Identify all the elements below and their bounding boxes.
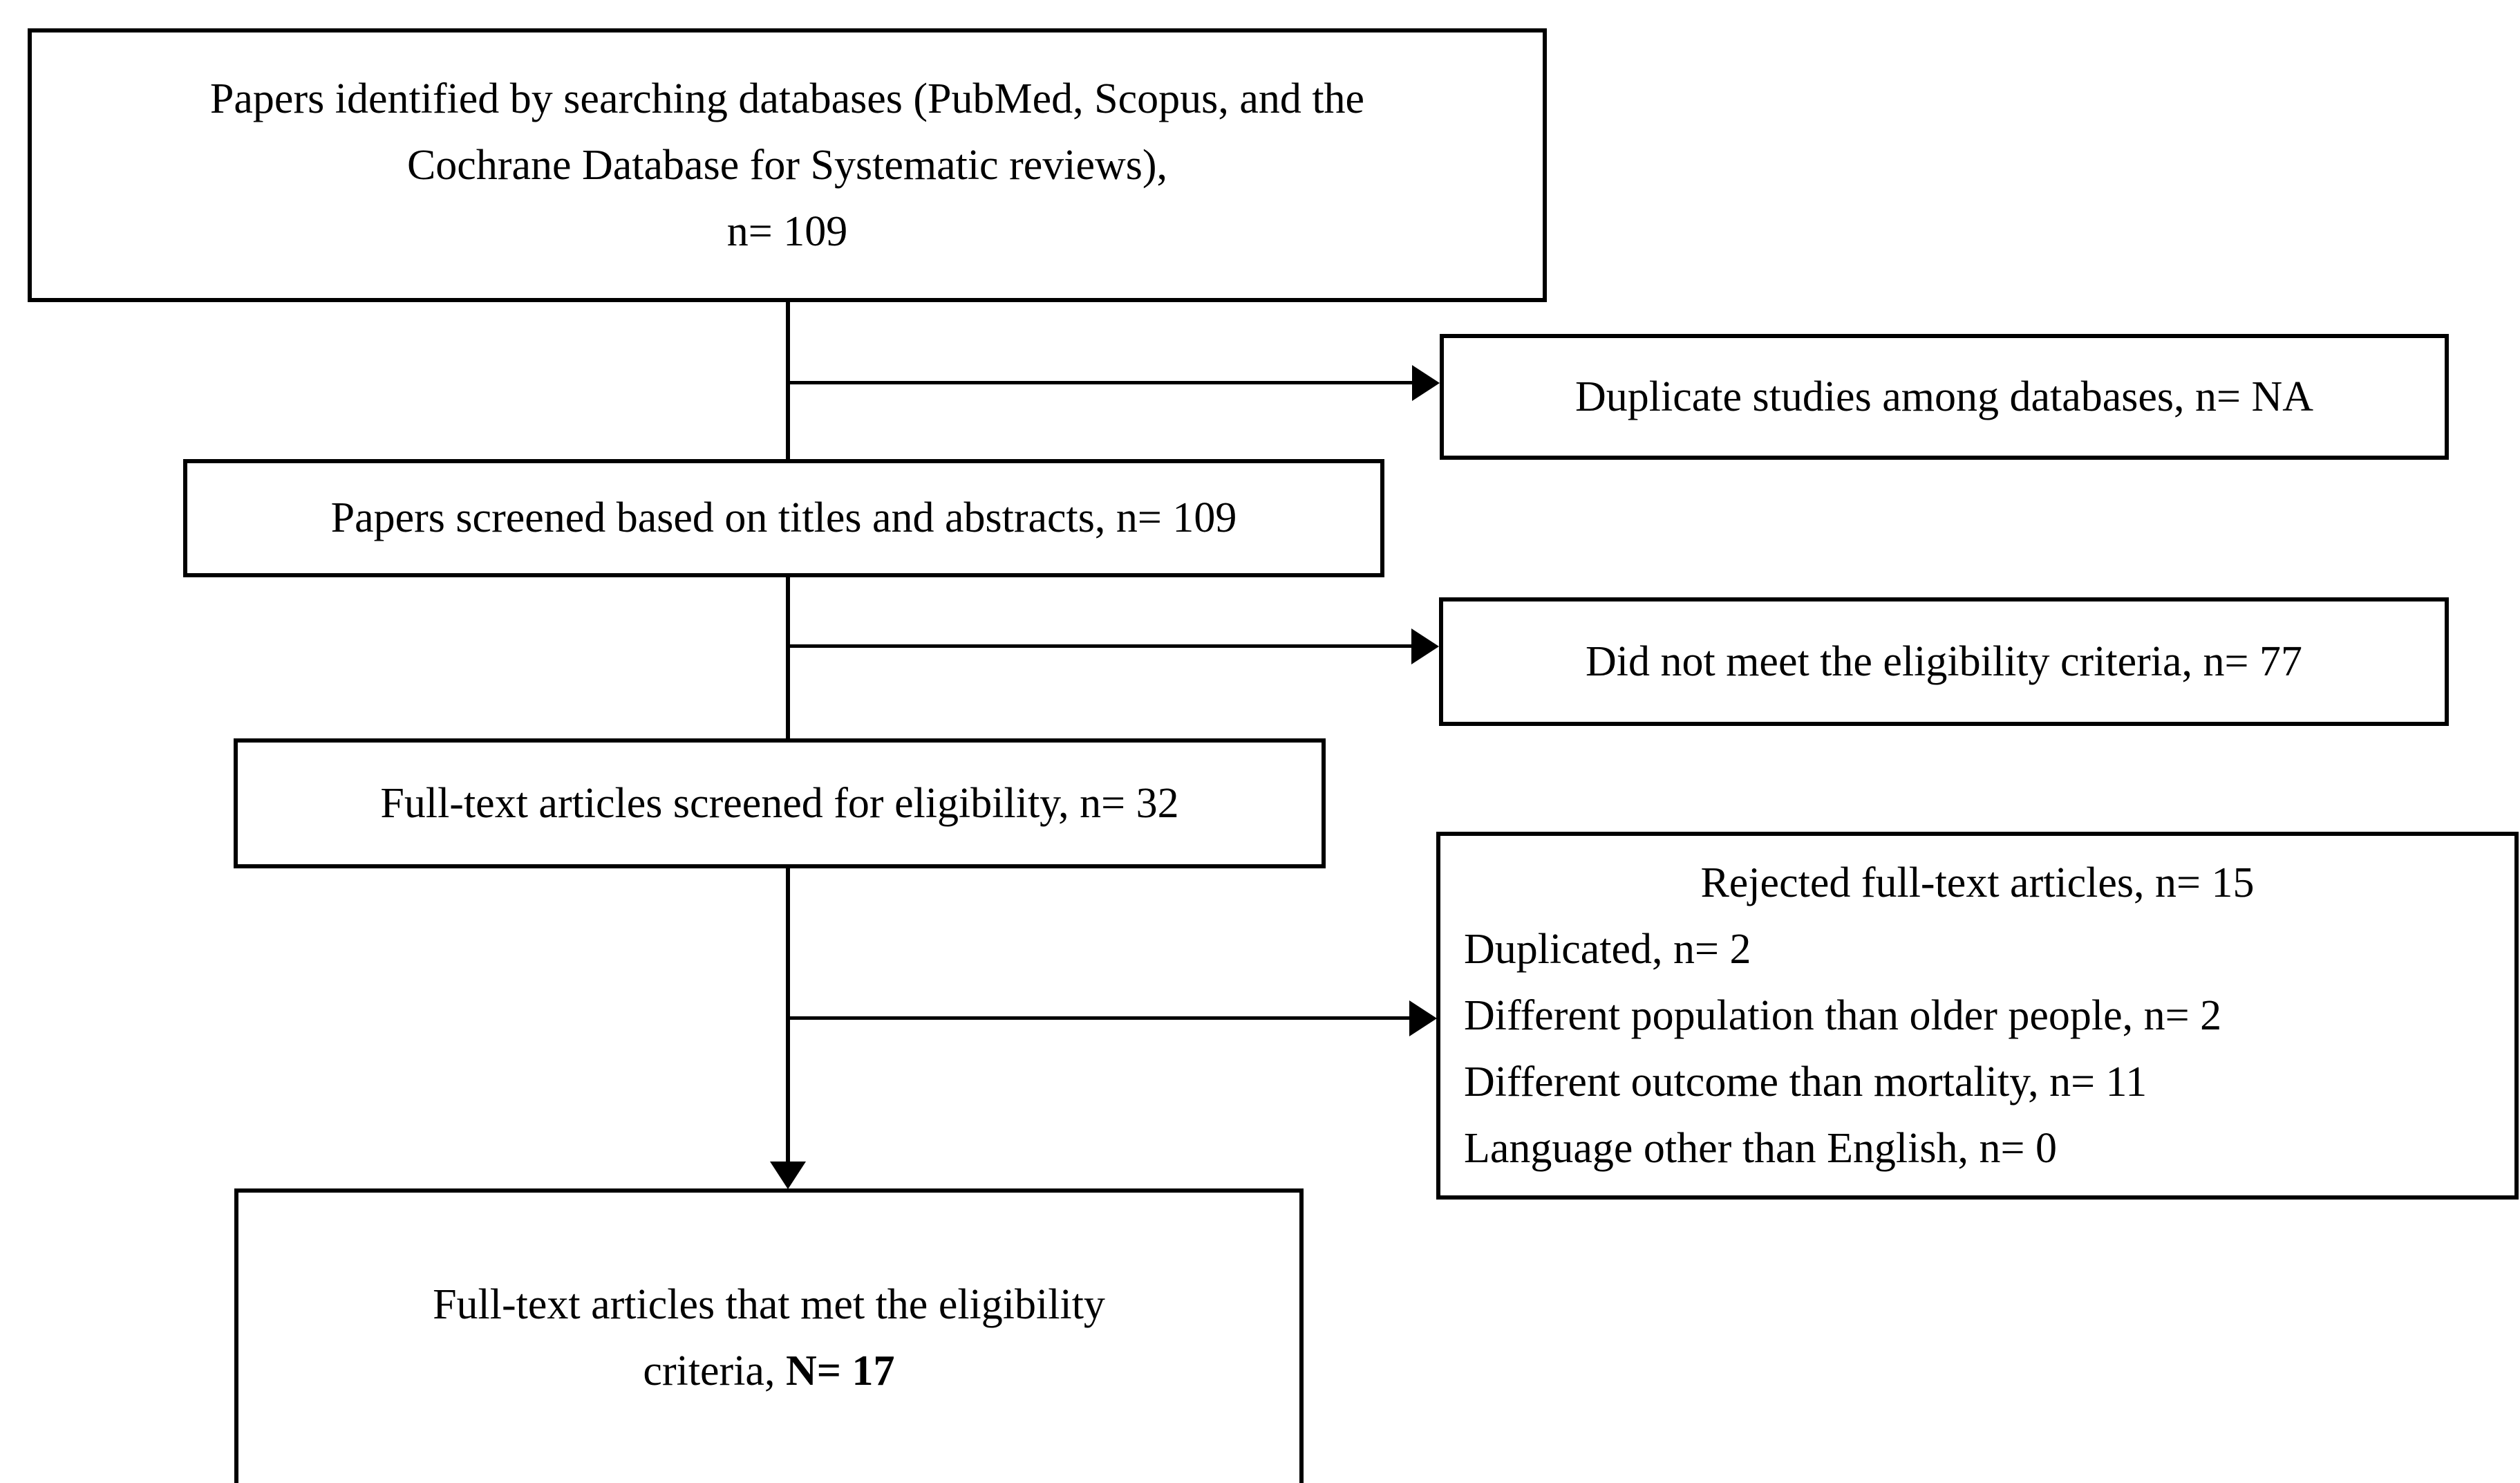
included-line-2: criteria, N= 17 — [643, 1338, 894, 1404]
connector-screened-to-fulltext — [786, 577, 790, 740]
duplicate-studies-label: Duplicate studies among databases, n= NA — [1574, 373, 2314, 420]
connector-fulltext-to-rejected — [786, 1016, 1411, 1020]
node-duplicate-studies: Duplicate studies among databases, n= NA — [1440, 334, 2449, 460]
papers-screened-label: Papers screened based on titles and abst… — [330, 494, 1237, 542]
connector-screened-to-not-eligible — [786, 644, 1413, 648]
node-rejected-fulltext: Rejected full-text articles, n= 15 Dupli… — [1436, 832, 2519, 1200]
node-fulltext-screened: Full-text articles screened for eligibil… — [234, 738, 1326, 868]
node-not-eligible: Did not meet the eligibility criteria, n… — [1439, 597, 2449, 726]
included-line-1: Full-text articles that met the eligibil… — [433, 1280, 1105, 1328]
rejected-header: Rejected full-text articles, n= 15 — [1700, 859, 2255, 906]
rejected-reason-duplicated: Duplicated, n= 2 — [1464, 925, 1751, 973]
connector-identified-to-duplicates — [786, 381, 1413, 384]
fulltext-screened-label: Full-text articles screened for eligibil… — [380, 779, 1179, 827]
node-papers-screened: Papers screened based on titles and abst… — [183, 459, 1384, 577]
node-included-articles: Full-text articles that met the eligibil… — [234, 1188, 1304, 1483]
papers-identified-line-2: Cochrane Database for Systematic reviews… — [406, 141, 1168, 189]
rejected-reason-outcome: Different outcome than mortality, n= 11 — [1464, 1058, 2147, 1106]
rejected-reason-language: Language other than English, n= 0 — [1464, 1125, 2057, 1173]
arrowhead-to-not-eligible — [1411, 628, 1439, 664]
arrowhead-to-rejected — [1409, 1000, 1437, 1036]
papers-identified-line-1: Papers identified by searching databases… — [209, 75, 1365, 122]
arrowhead-to-included — [770, 1162, 806, 1189]
not-eligible-label: Did not meet the eligibility criteria, n… — [1585, 637, 2303, 685]
included-criteria-prefix: criteria, — [643, 1347, 786, 1395]
papers-identified-count: n= 109 — [726, 208, 848, 256]
included-count: N= 17 — [785, 1347, 895, 1395]
node-papers-identified: Papers identified by searching databases… — [28, 28, 1547, 302]
rejected-reason-population: Different population than older people, … — [1464, 991, 2222, 1039]
arrowhead-to-duplicates — [1412, 365, 1440, 401]
